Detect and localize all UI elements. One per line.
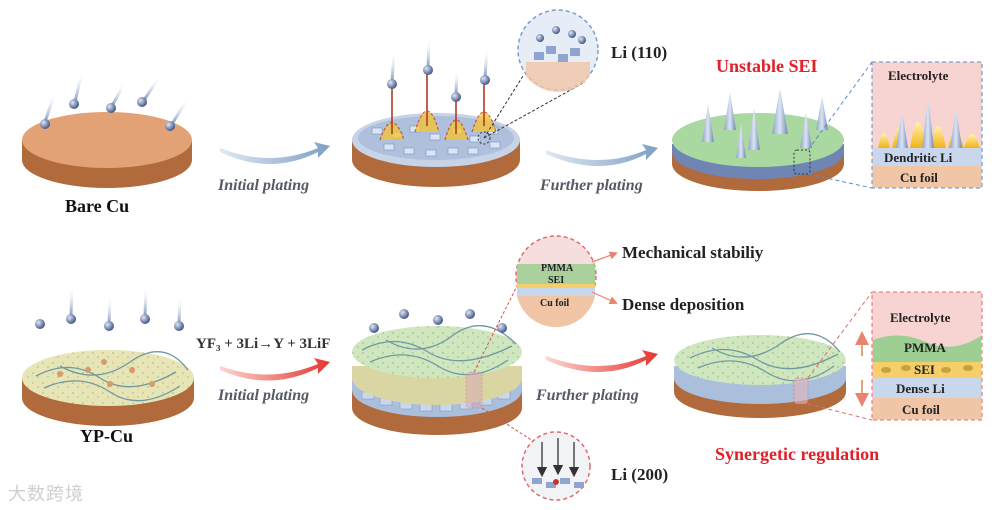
li-110-zoom	[477, 9, 599, 145]
initial-plating-arrow-bottom	[220, 358, 330, 381]
watermark: 大数跨境	[8, 484, 84, 505]
li-ion-drops-top-left	[40, 71, 190, 131]
circle-inset-pmma: PMMA	[541, 263, 574, 274]
reaction-equation: YF₃ + 3Li→Y + 3LiF	[196, 336, 330, 352]
zoom-line-bottom-1	[807, 291, 873, 379]
inset-bottom-sei: SEI	[914, 362, 935, 377]
inset-top-dendritic-li: Dendritic Li	[884, 150, 953, 165]
circle-inset-sei: SEI	[548, 275, 564, 286]
li-dendrite-arrows	[379, 74, 497, 141]
unstable-sei-disk	[672, 88, 844, 191]
li-200-label: Li (200)	[611, 465, 668, 484]
inset-top-cu-foil: Cu foil	[900, 170, 938, 185]
further-plating-arrow-bottom	[546, 350, 658, 372]
initial-plating-arrow-top	[220, 142, 330, 164]
zoom-line-bottom-2	[807, 403, 873, 421]
inset-top-electrolyte: Electrolyte	[888, 68, 949, 83]
inset-bottom-electrolyte: Electrolyte	[890, 310, 951, 325]
synergetic-regulation-label: Synergetic regulation	[715, 444, 879, 464]
mechanical-stability-pointer	[591, 251, 618, 263]
inset-bottom-pmma: PMMA	[904, 340, 946, 355]
yp-cu-disk	[22, 350, 194, 426]
further-plating-label-top: Further plating	[539, 177, 643, 194]
further-plating-label-bottom: Further plating	[535, 387, 639, 404]
dense-deposition-label: Dense deposition	[622, 295, 745, 314]
initial-plating-label-top: Initial plating	[217, 177, 309, 194]
li-ion-drops-bottom-mid	[369, 282, 507, 333]
dense-li-disk	[674, 333, 846, 418]
initial-plating-label-bottom: Initial plating	[217, 387, 309, 404]
inset-bottom-dense-li: Dense Li	[896, 381, 945, 396]
inset-bottom-box	[871, 291, 983, 421]
mechanical-stability-label: Mechanical stabiliy	[622, 243, 764, 262]
dense-deposition-pointer	[591, 291, 618, 305]
bare-cu-label: Bare Cu	[65, 196, 129, 216]
zoom-line-top-2	[807, 173, 873, 189]
inset-top-box	[871, 61, 983, 189]
li-110-label: Li (110)	[611, 43, 667, 62]
unstable-sei-label: Unstable SEI	[716, 56, 818, 76]
li-200-zoom	[521, 431, 591, 501]
layer-zoom-circle	[473, 235, 597, 457]
layered-disk-bottom	[352, 325, 522, 435]
circle-inset-cu-foil: Cu foil	[540, 298, 569, 309]
bare-cu-disk	[22, 112, 192, 188]
li-ion-drops-bottom-left	[35, 285, 184, 331]
inset-bottom-cu-foil: Cu foil	[902, 402, 940, 417]
yp-cu-label: YP-Cu	[80, 426, 133, 446]
li-ion-drops-top-mid	[387, 37, 490, 102]
further-plating-arrow-top	[546, 144, 658, 166]
